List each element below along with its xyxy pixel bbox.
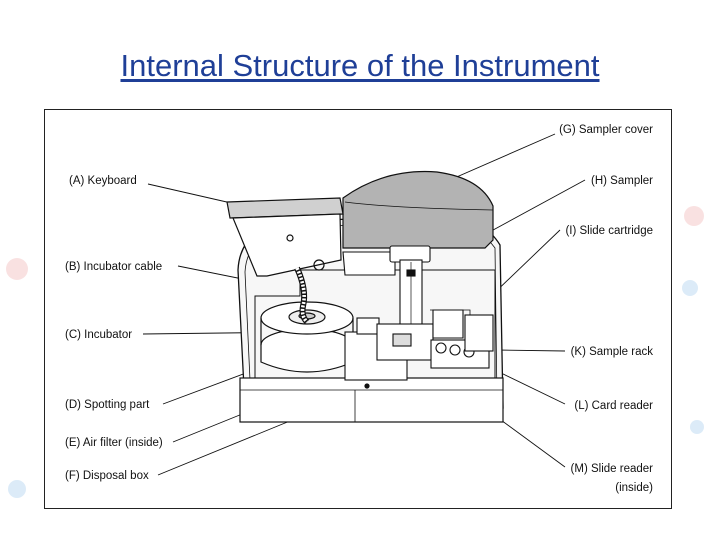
background-dot [684,206,704,226]
background-dot [682,280,698,296]
background-dot [6,258,28,280]
background-dot [8,480,26,498]
label-disposal-box: (F) Disposal box [65,470,149,482]
instrument-diagram: (A) Keyboard (B) Incubator cable (C) Inc… [44,109,672,509]
label-incubator-cable: (B) Incubator cable [65,261,162,273]
label-sampler-cover: (G) Sampler cover [559,124,653,136]
keyboard [226,197,344,277]
disposal-box [239,377,504,423]
label-slide-cartridge: (I) Slide cartridge [565,225,653,237]
instrument-drawing: (A) Keyboard (B) Incubator cable (C) Inc… [65,124,654,494]
background-dot [690,420,704,434]
label-slide-reader-note: (inside) [615,482,653,494]
page-title: Internal Structure of the Instrument [120,48,600,83]
sampler-cover [342,170,494,249]
spotting-part [344,317,434,381]
label-incubator: (C) Incubator [65,329,132,341]
label-sample-rack: (K) Sample rack [571,346,654,358]
label-sampler: (H) Sampler [591,175,653,187]
incubator [260,301,354,373]
label-card-reader: (L) Card reader [574,400,653,412]
label-slide-reader: (M) Slide reader [571,463,654,475]
label-air-filter: (E) Air filter (inside) [65,437,163,449]
card-reader [432,309,494,352]
label-keyboard: (A) Keyboard [69,175,137,187]
label-spotting-part: (D) Spotting part [65,399,150,411]
